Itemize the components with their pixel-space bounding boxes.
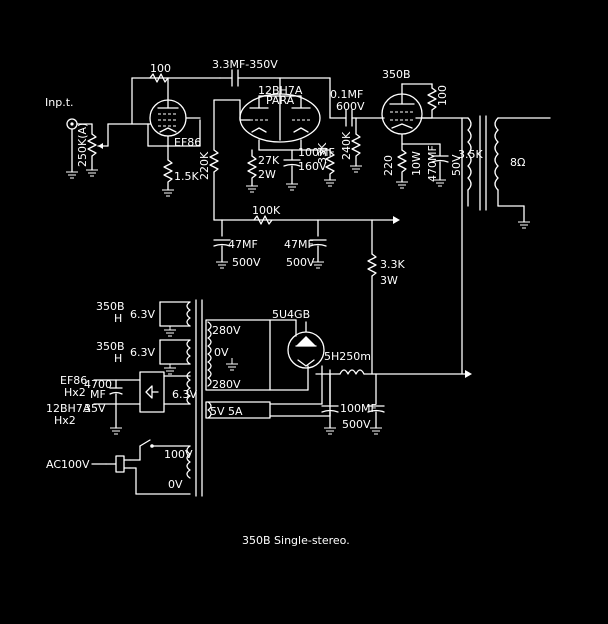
ac-100-label: AC100V (46, 458, 90, 471)
input-label: Inp.t. (45, 96, 74, 109)
z-8-label: 8Ω (510, 156, 525, 169)
c-470mf-v-label: 50V (450, 154, 463, 176)
para-label: PARA (266, 94, 295, 107)
c-47mf-2-label: 47MF (284, 238, 314, 251)
ef86-tube (147, 99, 201, 161)
r-3k3-label: 3.3K (380, 258, 405, 271)
c-0m1 (329, 77, 385, 127)
c-3m3-label: 3.3MF-350V (212, 58, 278, 71)
t-100v-label: 100V (164, 448, 193, 461)
h-350b-2-h-label: H (114, 352, 122, 365)
h-6v3-2-label: 6.3V (130, 346, 155, 359)
r-220 (396, 143, 408, 189)
ef86-h-label: EF86 (60, 374, 87, 387)
input-jack (66, 118, 93, 179)
12bh7a-label: 12BH7A (258, 84, 303, 97)
r-220k (209, 99, 219, 221)
c-100mf-label: 100MF (298, 146, 335, 159)
h-350b-1-h-label: H (114, 312, 122, 325)
r-27k (246, 149, 258, 193)
c-100mf (283, 149, 301, 191)
c-47mf-1-v-label: 500V (232, 256, 261, 269)
ef86-label: EF86 (174, 136, 201, 149)
r-100k-label: 100K (252, 204, 281, 217)
r-3k3-w-label: 3W (380, 274, 398, 287)
heater-bridge (93, 371, 191, 435)
t-5v-label: 5V 5A (210, 405, 243, 418)
choke-label: 5H250m (324, 350, 371, 363)
c-0m1-v-label: 600V (336, 100, 365, 113)
c-35v-label: 35V (84, 402, 106, 415)
t-0v-b-label: 0V (168, 478, 183, 491)
r-220-label: 220 (382, 155, 395, 176)
r-1k5 (162, 159, 174, 197)
filament-winding-box (205, 401, 271, 419)
r-220-w-label: 10W (410, 151, 423, 176)
12bh7a-tube (213, 77, 331, 151)
r-100-screen (421, 83, 437, 119)
350b-label: 350B (382, 68, 411, 81)
output-transformer (467, 115, 551, 229)
c-470mf (431, 143, 449, 187)
volume-pot (86, 123, 149, 177)
t-280-2-label: 280V (212, 378, 241, 391)
r-220k-label: 220K (198, 151, 211, 180)
r-1k5-label: 1.5K (174, 170, 199, 183)
choke (339, 369, 365, 375)
ac-plug-icon (91, 455, 141, 495)
c-4700-mf-label: MF (90, 388, 106, 401)
t-0v-label: 0V (214, 346, 229, 359)
h-350b-1-label: 350B (96, 300, 125, 313)
r-27k-label: 27K (258, 154, 280, 167)
c-47mf-2-v-label: 500V (286, 256, 315, 269)
c-100mf-b-label: 100MF (340, 402, 377, 415)
t-280-1-label: 280V (212, 324, 241, 337)
r-100-label: 100 (150, 62, 171, 75)
z-35k-label: 3.5K (458, 148, 483, 161)
r-33k-bias (324, 149, 336, 187)
h-6v3-3-label: 6.3V (172, 388, 197, 401)
5u4gb-tube (287, 321, 325, 369)
c-47mf-1-label: 47MF (228, 238, 258, 251)
volume-label: 250K(A) (76, 123, 89, 167)
c-0m1-label: 0.1MF (330, 88, 363, 101)
power-transformer (186, 299, 212, 497)
h-350b-2-label: 350B (96, 340, 125, 353)
ef86-hx2-label: Hx2 (64, 386, 86, 399)
r-240k (350, 117, 362, 173)
c-100mf-b (321, 373, 385, 435)
r-33k-top-label: 33K (316, 142, 329, 164)
c-4700-label: 4700 (84, 378, 112, 391)
12bh7a-hx2-label: Hx2 (54, 414, 76, 427)
caption: 350B Single-stereo. (242, 534, 350, 547)
hv-secondary-box (205, 319, 271, 391)
r-3k3 (367, 219, 377, 375)
350b-tube (381, 83, 433, 145)
c-470mf-label: 470MF (426, 145, 439, 182)
c-100mf-b-v-label: 500V (342, 418, 371, 431)
r-27k-w-label: 2W (258, 168, 276, 181)
r-100-b-label: 100 (436, 85, 449, 106)
power-switch (139, 439, 191, 461)
h-6v3-1-label: 6.3V (130, 308, 155, 321)
r-100k (253, 215, 273, 225)
c-100mf-v-label: 160V (298, 160, 327, 173)
c-47mf-2 (309, 219, 327, 269)
c-47mf-1 (213, 219, 231, 269)
c-3m3 (219, 69, 331, 87)
r-240k-label: 240K (340, 131, 353, 160)
12bh7a-h-label: 12BH7A (46, 402, 91, 415)
rect-label: 5U4GB (272, 308, 310, 321)
